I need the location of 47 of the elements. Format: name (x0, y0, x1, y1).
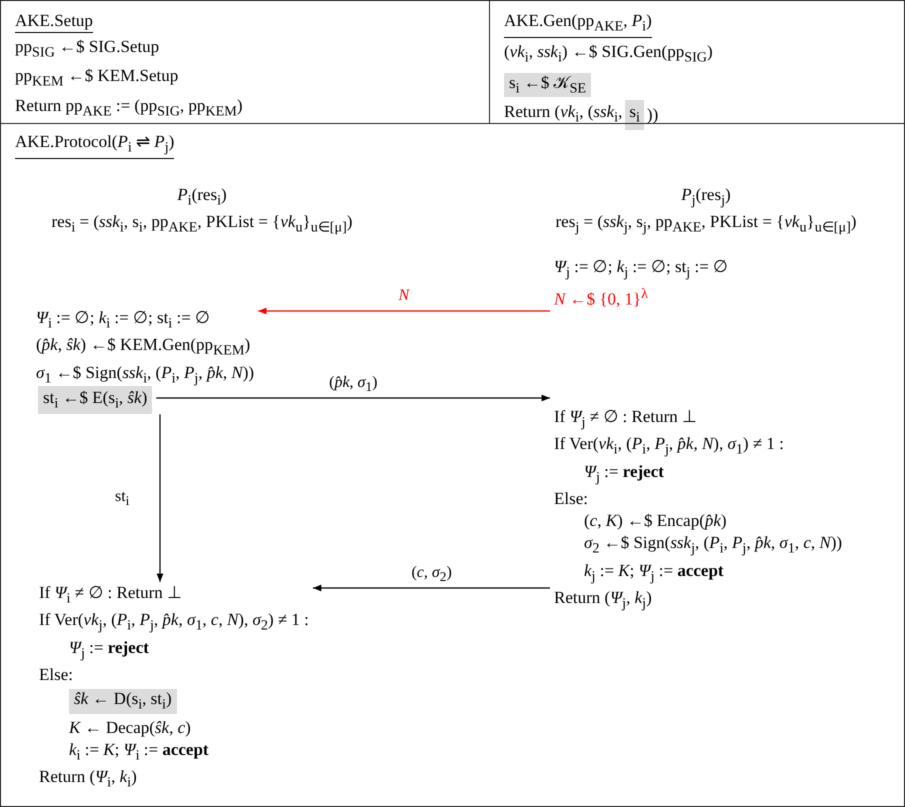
code-line: k$_{j}$ := K; Ψ$_{j}$ := accept (583, 560, 725, 586)
code-line: pp$_{SIG}$ ←$ SIG.Setup (15, 36, 160, 62)
code-line: res$_{j}$ = (ssk$_{j}$, s$_{j}$, pp$_{AKE}$, PKList = {vk$_{u}$}$_{u∈[μ]}$) (554, 211, 858, 238)
code-line: K ← Decap(ŝk, c) (68, 716, 192, 739)
highlight-box (69, 689, 177, 714)
arrow (156, 394, 550, 402)
code-line: Return (Ψ$_{i}$, k$_{i}$) (39, 766, 138, 792)
code-line: (c, K) ←$ Encap(p̂k) (583, 510, 728, 532)
code-line: If Ψ$_{j}$ ≠ ∅ : Return ⊥ (554, 406, 698, 432)
code-line: If Ver(vk$_{i}$, (P$_{i}$, P$_{j}$, p̂k, N), σ$_{1}$) ≠ 1 : (554, 433, 785, 460)
code-line: σ$_{1}$ ←$ Sign(ssk$_{i}$, (P$_{i}$, P$_{j}$, p̂k, N)) (36, 362, 254, 388)
code-line: σ$_{2}$ ←$ Sign(ssk$_{j}$, (P$_{i}$, P$_{j}$, p̂k, σ$_{1}$, c, N)) (583, 532, 842, 559)
code-line: If Ver(vk$_{j}$, (P$_{i}$, P$_{j}$, p̂k, σ$_{1}$, c, N), σ$_{2}$) ≠ 1 : (39, 609, 309, 636)
highlight-box (625, 100, 644, 130)
code-line: res$_{i}$ = (ssk$_{i}$, s$_{i}$, pp$_{AKE}$, PKList = {vk$_{u}$}$_{u∈[μ]}$) (50, 211, 354, 238)
code-line: Ψ$_{j}$ := ∅; k$_{j}$ := ∅; st$_{j}$ := ∅ (554, 256, 728, 282)
code-text: Return (vk$_{i}$, (ssk$_{i}$, (504, 101, 622, 128)
protocol-panel (0, 123, 905, 807)
code-line: (vk$_{i}$, ssk$_{i}$) ←$ SIG.Gen(pp$_{SIG}$) (504, 41, 714, 68)
code-line: Else: (39, 664, 74, 686)
highlight-box (504, 72, 592, 98)
code-line: pp$_{KEM}$ ←$ KEM.Setup (15, 65, 180, 92)
code-line: k$_{i}$ := K; Ψ$_{i}$ := accept (68, 738, 210, 765)
code-text: s$_{i}$ ←$ 𝒦$_{SE}$ (509, 72, 586, 92)
code-line: Ψ$_{j}$ := reject (68, 636, 150, 664)
code-text: ŝk ← D(s$_{i}$, st$_{i}$) (74, 689, 172, 708)
code-line: Ψ$_{j}$ := reject (583, 460, 665, 488)
panel-heading: AKE.Gen(pp$_{AKE}$, P$_{i}$) (504, 10, 652, 38)
code-line: P$_{j}$(res$_{j}$) (680, 184, 732, 210)
code-line: N ←$ {0, 1}$^{λ}$ (554, 285, 650, 312)
arrow (258, 308, 550, 314)
panel-heading: AKE.Protocol(P$_{i}$ ⇌ P$_{j}$) (15, 131, 174, 160)
panel-heading: AKE.Setup (15, 10, 93, 33)
code-line: Return (Ψ$_{j}$, k$_{j}$) (554, 586, 653, 614)
highlight-box (38, 386, 152, 414)
code-line: (p̂k, ŝk) ←$ KEM.Gen(pp$_{KEM}$) (36, 334, 252, 361)
code-line: Return pp$_{AKE}$ := (pp$_{SIG}$, pp$_{KEM}$) (15, 94, 244, 122)
code-line: If Ψ$_{i}$ ≠ ∅ : Return ⊥ (39, 582, 184, 608)
code-text: st$_{i}$ ←$ E(s$_{i}$, ŝk) (43, 388, 148, 407)
code-line: Else: (554, 488, 589, 510)
arrow (312, 584, 550, 592)
code-text: s$_{i}$ (629, 102, 640, 122)
code-line: P$_{i}$(res$_{i}$) (176, 184, 228, 210)
arrow (156, 414, 164, 582)
code-line: Ψ$_{i}$ := ∅; k$_{i}$ := ∅; st$_{i}$ := ∅ (36, 307, 212, 334)
setup-panel (0, 0, 490, 124)
code-text: )) (646, 104, 658, 126)
